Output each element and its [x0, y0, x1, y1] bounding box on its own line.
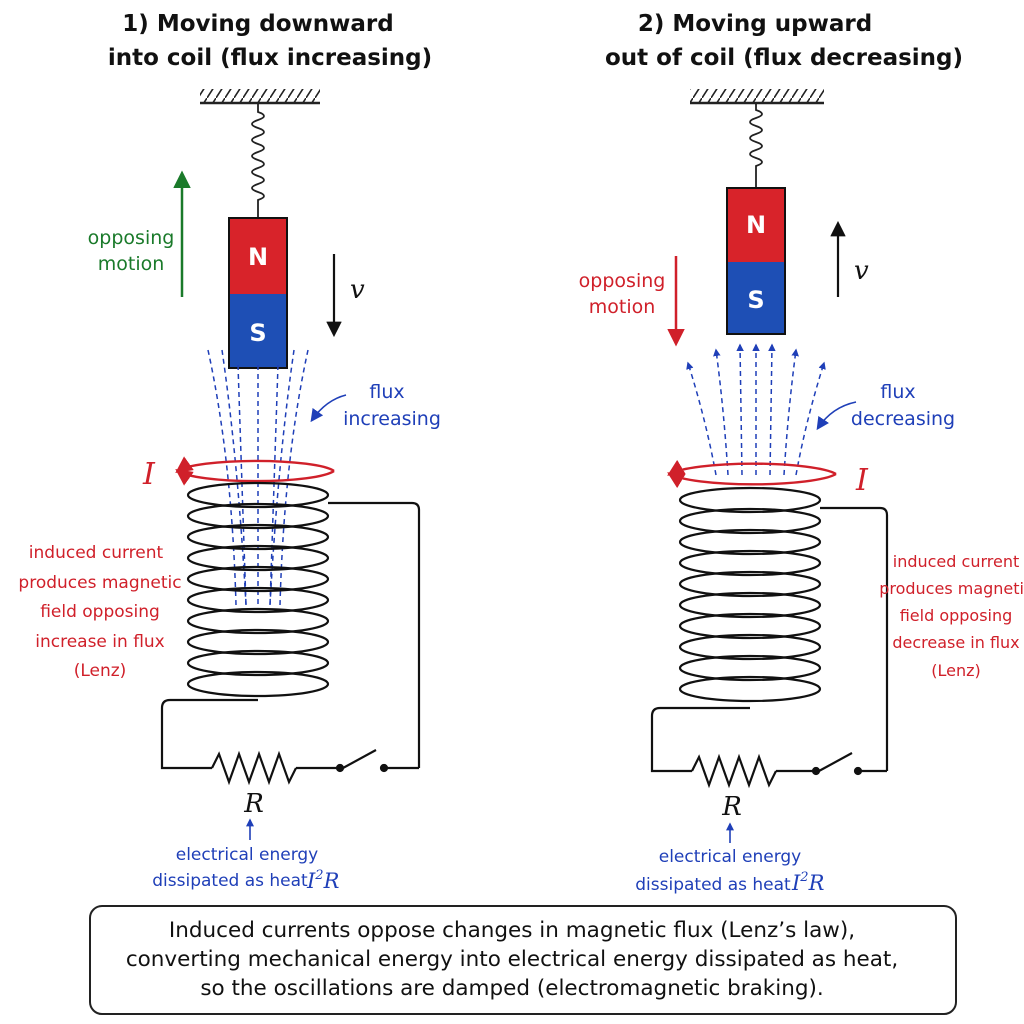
circuit-wire-2: [650, 506, 889, 776]
flux-pointer-arrow-2: [816, 401, 857, 431]
opposing-line-2-panel-1: motion: [98, 253, 165, 275]
formula-current-2: I: [791, 871, 801, 895]
velocity-label-1: v: [350, 275, 365, 305]
formula-exponent-1: 2: [314, 868, 323, 883]
bar-magnet-2: N S: [726, 187, 786, 335]
heat-line-1-panel-2: electrical energy: [659, 847, 802, 867]
formula-exponent-2: 2: [799, 870, 808, 885]
caption-box: Induced currents oppose changes in magne…: [89, 905, 957, 1015]
spring-2: [749, 103, 763, 188]
flux-pointer-arrow-1: [310, 394, 347, 423]
resistor-1: [211, 750, 297, 786]
caption-line-3: so the oscillations are damped (electrom…: [200, 976, 823, 1001]
formula-resistance-2: R: [808, 871, 825, 895]
current-label-1: I: [142, 457, 156, 492]
velocity-label-2: v: [854, 256, 869, 286]
north-pole-2: [727, 188, 785, 262]
panel-downward: 1) Moving downward into coil (flux incre…: [18, 11, 440, 893]
lenz-line-2-panel-1: produces magnetic: [18, 573, 181, 593]
opposing-line-2-panel-2: motion: [589, 296, 656, 318]
north-pole-1: [229, 218, 287, 294]
circuit-wire-1: [160, 501, 421, 773]
panel-1-title-line-2: into coil (flux increasing): [108, 45, 432, 71]
lenz-line-5-panel-2: (Lenz): [931, 661, 981, 680]
south-pole-2: [727, 262, 785, 334]
induced-current-loop-2: [667, 459, 837, 489]
flux-line-2-panel-2: decreasing: [851, 408, 955, 430]
lenz-line-1-panel-1: induced current: [29, 543, 164, 563]
flux-line-1-panel-2: flux: [880, 381, 915, 403]
lenz-line-3-panel-1: field opposing: [40, 602, 160, 622]
panel-1-title-line-1: 1) Moving downward: [122, 11, 393, 37]
opposing-line-1-panel-1: opposing: [88, 227, 175, 249]
ceiling-support-1: [200, 89, 320, 105]
heat-formula-1: I2R: [306, 868, 340, 893]
panel-2-title-line-1: 2) Moving upward: [638, 11, 872, 37]
flux-line-1-panel-1: flux: [369, 381, 404, 403]
south-pole-1: [229, 294, 287, 368]
lenz-line-4-panel-1: increase in flux: [35, 632, 165, 652]
coil-1: [186, 481, 330, 698]
caption-line-1: Induced currents oppose changes in magne…: [169, 918, 855, 943]
panel-upward: 2) Moving upward out of coil (flux decre…: [579, 11, 1024, 895]
north-label-2: N: [746, 211, 766, 239]
current-label-2: I: [855, 463, 869, 498]
lenz-note-1: induced current produces magnetic field …: [18, 543, 181, 681]
formula-resistance-1: R: [323, 869, 340, 893]
south-label-2: S: [747, 286, 764, 314]
coil-2: [678, 486, 822, 703]
flux-lines-2: [686, 343, 826, 476]
lenz-line-1-panel-2: induced current: [893, 552, 1019, 571]
flux-line-2-panel-1: increasing: [343, 408, 441, 430]
lenz-line-5-panel-1: (Lenz): [74, 661, 127, 681]
opposing-line-1-panel-2: opposing: [579, 270, 666, 292]
bar-magnet-1: N S: [228, 217, 288, 369]
ceiling-support-2: [690, 89, 824, 105]
caption-line-2: converting mechanical energy into electr…: [126, 947, 898, 972]
heat-formula-2: I2R: [791, 870, 825, 895]
resistor-label-2: R: [721, 792, 742, 822]
lenz-line-2-panel-2: produces magnetic: [879, 579, 1024, 598]
panel-2-title-line-2: out of coil (flux decreasing): [605, 45, 963, 71]
heat-line-2-panel-1: dissipated as heat: [152, 871, 308, 891]
resistor-2: [691, 753, 777, 789]
formula-current-1: I: [306, 869, 316, 893]
lenz-line-3-panel-2: field opposing: [900, 606, 1013, 625]
north-label-1: N: [248, 243, 268, 271]
heat-line-2-panel-2: dissipated as heat: [635, 875, 791, 895]
south-label-1: S: [249, 319, 266, 347]
heat-line-1-panel-1: electrical energy: [176, 845, 319, 865]
spring-1: [251, 103, 265, 218]
induced-current-loop-1: [175, 456, 335, 486]
lenz-line-4-panel-2: decrease in flux: [892, 633, 1019, 652]
resistor-label-1: R: [243, 789, 264, 819]
lenz-note-2: induced current produces magnetic field …: [879, 552, 1024, 680]
